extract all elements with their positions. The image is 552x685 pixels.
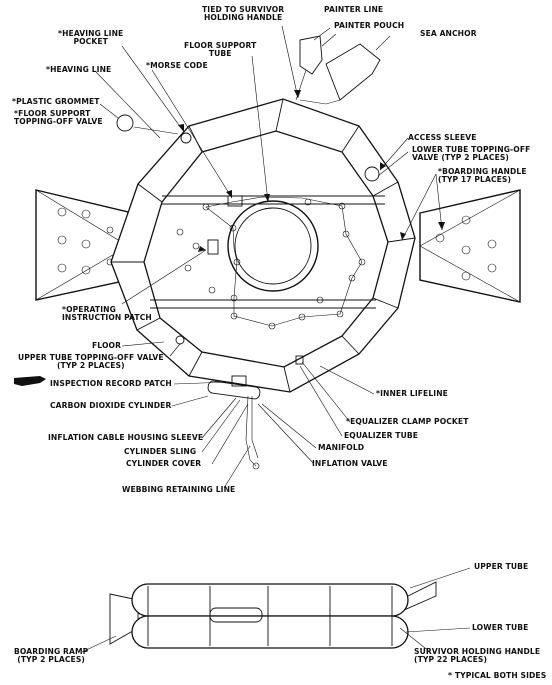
label-inflation-valve: INFLATION VALVE: [312, 459, 388, 468]
operating-instruction-patch: [207, 239, 219, 255]
access-sleeve: [364, 166, 380, 182]
inner-lifeline: [176, 196, 366, 330]
label-inspection-record-patch: INSPECTION RECORD PATCH: [50, 379, 172, 388]
floor-support-tube: [150, 195, 385, 309]
label-carbon-dioxide-cylinder: CARBON DIOXIDE CYLINDER: [50, 401, 172, 410]
equalizer-clamp-pocket: [295, 355, 304, 365]
label-inner-lifeline: *INNER LIFELINE: [376, 389, 448, 398]
plastic-grommet: [116, 114, 134, 132]
label-boarding-ramp: BOARDING RAMP(TYP 2 PLACES): [14, 647, 89, 665]
label-access-sleeve: ACCESS SLEEVE: [408, 133, 477, 142]
label-morse-code: *MORSE CODE: [146, 61, 208, 70]
label-painter-line: PAINTER LINE: [324, 5, 384, 14]
sea-anchor: [299, 43, 381, 105]
inspection-record-patch: [231, 375, 247, 387]
side-view: [81, 567, 471, 653]
floor-support-valve: [180, 132, 192, 144]
label-boarding-handle: *BOARDING HANDLE(TYP 17 PLACES): [438, 167, 527, 185]
label-heaving-line: *HEAVING LINE: [46, 65, 112, 74]
label-equalizer-clamp-pocket: *EQUALIZER CLAMP POCKET: [346, 417, 469, 426]
raft-outer-tube: [110, 98, 416, 393]
co2-cylinder: [207, 380, 261, 470]
label-webbing-retaining-line: WEBBING RETAINING LINE: [122, 485, 236, 494]
pointing-hand-icon: [14, 376, 46, 386]
label-floor: FLOOR: [92, 341, 122, 350]
label-equalizer-tube: EQUALIZER TUBE: [344, 431, 419, 440]
leader-lines: [95, 25, 443, 489]
label-survivor-holding-handle: SURVIVOR HOLDING HANDLE(TYP 22 PLACES): [414, 647, 541, 665]
label-inflation-cable-housing-sleeve: INFLATION CABLE HOUSING SLEEVE: [48, 433, 204, 442]
label-cylinder-sling: CYLINDER SLING: [124, 447, 197, 456]
label-sea-anchor: SEA ANCHOR: [420, 29, 477, 38]
center-ring: [227, 200, 319, 292]
label-upper-tube: UPPER TUBE: [474, 562, 529, 571]
morse-code-patch: [227, 195, 243, 207]
right-boarding-ramp: [419, 189, 521, 303]
left-boarding-ramp: [35, 189, 129, 301]
label-painter-pouch: PAINTER POUCH: [334, 21, 405, 30]
label-typical-both-sides: * TYPICAL BOTH SIDES: [448, 671, 547, 680]
label-plastic-grommet: *PLASTIC GROMMET: [12, 97, 100, 106]
label-manifold: MANIFOLD: [318, 443, 365, 452]
label-cylinder-cover: CYLINDER COVER: [126, 459, 202, 468]
label-upper-tube-topping-off-valve: UPPER TUBE TOPPING-OFF VALVE(TYP 2 PLACE…: [18, 353, 164, 371]
label-lower-tube: LOWER TUBE: [472, 623, 529, 632]
